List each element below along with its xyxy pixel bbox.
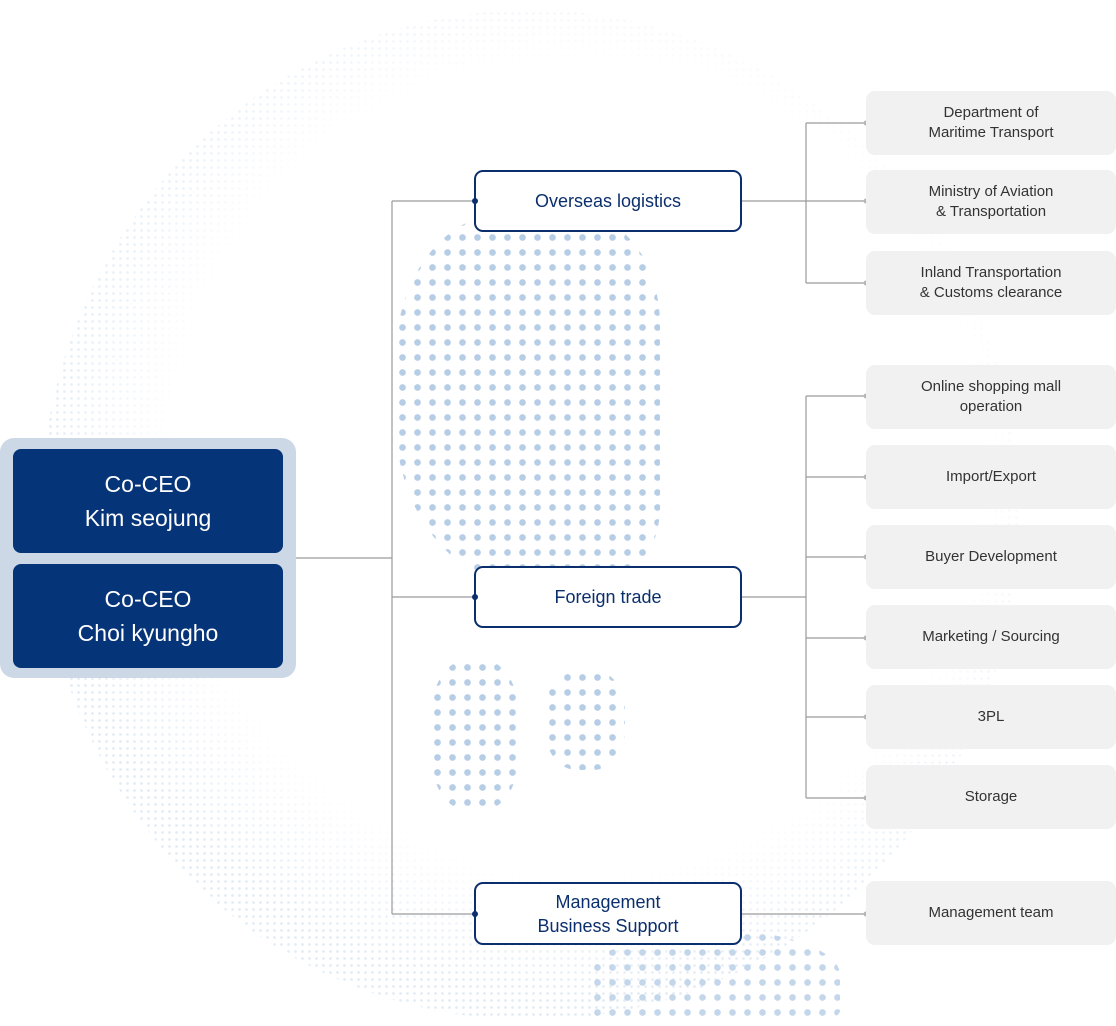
team-buyer-development[interactable]: Buyer Development xyxy=(866,525,1116,589)
team-label: Marketing / Sourcing xyxy=(922,628,1060,645)
ceo-name: Choi kyungho xyxy=(77,620,219,646)
dept-overseas-logistics[interactable]: Overseas logistics xyxy=(472,170,742,232)
connector-dot xyxy=(472,910,478,917)
dept-label-line2: Business Support xyxy=(537,915,679,936)
team-label-line1: Department of xyxy=(943,104,1039,121)
connector-dot xyxy=(472,198,478,204)
map-borneo xyxy=(545,670,625,770)
team-label-line2: operation xyxy=(959,398,1023,415)
team-label: Storage xyxy=(964,788,1018,805)
team-label-line2: Maritime Transport xyxy=(928,124,1054,141)
dept-management-business-support[interactable]: Management Business Support xyxy=(472,882,742,945)
team-online-shopping-mall[interactable]: Online shopping mall operation xyxy=(866,365,1116,429)
dept-label: Foreign trade xyxy=(554,587,662,607)
team-label-line2: & Customs clearance xyxy=(919,284,1063,301)
team-3pl[interactable]: 3PL xyxy=(866,685,1116,749)
dept-label-line1: Management xyxy=(555,891,661,912)
ceo-box-kim[interactable]: Co-CEO Kim seojung xyxy=(13,449,283,553)
map-asia xyxy=(395,215,660,580)
connector-dot xyxy=(472,594,478,600)
team-aviation-transportation[interactable]: Ministry of Aviation & Transportation xyxy=(866,170,1116,234)
team-label-line1: Inland Transportation xyxy=(920,264,1062,281)
team-management[interactable]: Management team xyxy=(866,881,1116,945)
team-label: 3PL xyxy=(977,708,1005,725)
ceo-title: Co-CEO xyxy=(104,586,192,612)
team-label-line2: & Transportation xyxy=(935,203,1047,220)
team-import-export[interactable]: Import/Export xyxy=(866,445,1116,509)
ceo-name: Kim seojung xyxy=(84,505,212,531)
ceo-group: Co-CEO Kim seojung Co-CEO Choi kyungho xyxy=(0,438,296,678)
team-maritime-transport[interactable]: Department of Maritime Transport xyxy=(866,91,1116,155)
ceo-box-choi[interactable]: Co-CEO Choi kyungho xyxy=(13,564,283,668)
team-label-line1: Ministry of Aviation xyxy=(928,183,1054,200)
team-label: Management team xyxy=(928,904,1054,921)
team-label: Import/Export xyxy=(945,468,1037,485)
dept-label: Overseas logistics xyxy=(534,191,682,211)
team-marketing-sourcing[interactable]: Marketing / Sourcing xyxy=(866,605,1116,669)
ceo-title: Co-CEO xyxy=(104,471,192,497)
team-storage[interactable]: Storage xyxy=(866,765,1116,829)
team-label: Buyer Development xyxy=(925,548,1057,565)
team-inland-customs[interactable]: Inland Transportation & Customs clearanc… xyxy=(866,251,1116,315)
team-label-line1: Online shopping mall xyxy=(920,378,1062,395)
map-sea-islands xyxy=(430,660,520,810)
dept-foreign-trade[interactable]: Foreign trade xyxy=(472,566,742,628)
